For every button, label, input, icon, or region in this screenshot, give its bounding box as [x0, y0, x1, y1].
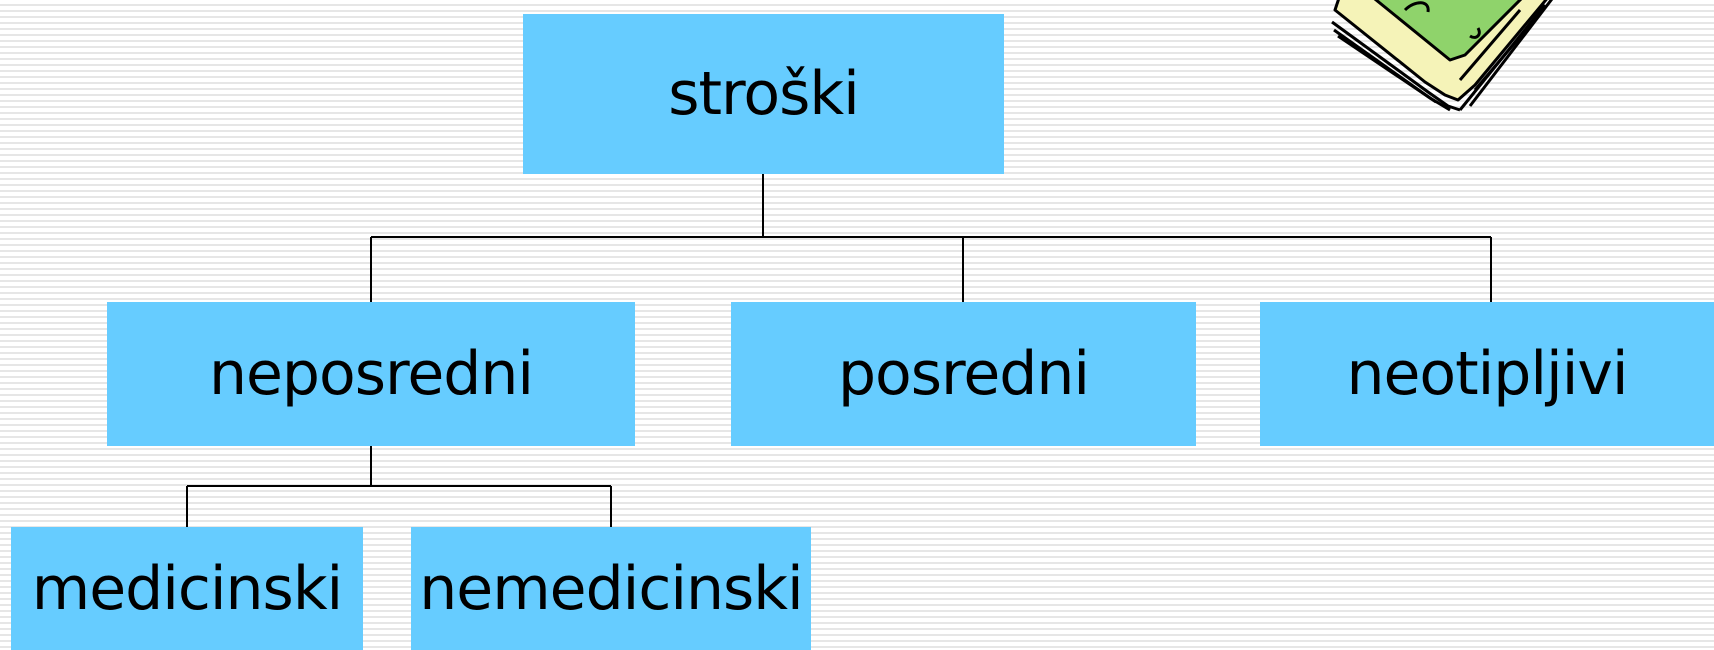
money-stack-icon — [1331, 0, 1554, 112]
node-label: nemedicinski — [419, 553, 803, 624]
node-medicinski: medicinski — [11, 527, 363, 650]
node-nemedicinski: nemedicinski — [411, 527, 811, 650]
node-label: medicinski — [31, 553, 343, 624]
node-label: posredni — [837, 339, 1090, 409]
node-label: stroški — [668, 59, 860, 129]
node-neotipljivi: neotipljivi — [1260, 302, 1714, 446]
node-neposredni: neposredni — [107, 302, 635, 446]
node-label: neotipljivi — [1346, 339, 1628, 409]
node-posredni: posredni — [731, 302, 1196, 446]
node-stroski: stroški — [523, 14, 1004, 174]
node-label: neposredni — [208, 339, 534, 409]
